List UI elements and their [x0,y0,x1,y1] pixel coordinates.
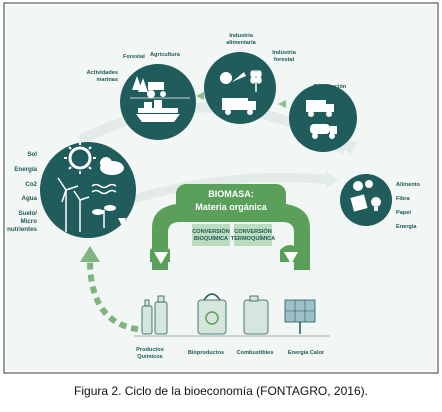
input-label: Co2 [25,181,37,188]
biomasa-title: BIOMASA: [208,189,254,199]
ship-icon [136,100,180,122]
cloud-icon [100,157,124,175]
return-arrow [87,259,151,333]
recycle-bag-icon [197,293,227,335]
conversion-termoquimica-label: TERMOQUÍMICA [231,234,275,242]
arrow-down-icon [118,218,126,226]
agricultura-label: Agricultura [150,52,181,58]
chevron-right-icon [196,92,286,108]
distribution-circle [289,84,357,152]
bioproductos-label: Bioproductos [188,350,224,356]
fruit-icon [353,180,373,191]
input-label: nutrientes [7,226,37,233]
conversion-bioquimica-label: CONVERSIÓN [192,227,230,235]
output-label: Alimento [396,182,421,188]
water-waves-icon [91,183,117,195]
flow-arrow-head [326,171,338,189]
return-arrow-head [80,246,100,262]
conversion-termoquimica-label: CONVERSIÓN [234,227,272,235]
industria-forestal-label: forestal [274,57,295,63]
delivery-truck-icon [306,100,334,117]
industria-alimentaria-label: Industria [229,33,254,39]
biomasa-structure [150,184,310,270]
figure-caption: Figura 2. Ciclo de la bioeconomía (FONTA… [74,384,368,398]
wind-turbine-icon [57,177,90,232]
industry-circle [204,52,276,124]
input-label: Sol [27,151,37,158]
input-label: Energía [14,166,37,173]
outputs-circle [340,174,392,226]
solar-panel-icon [284,299,316,334]
input-label: Micro [20,218,37,225]
productos-label: Químicos [137,354,163,360]
forestal-label: Forestal [123,54,145,60]
industria-forestal-label: Industria [272,50,297,56]
funnel-icon [154,252,298,264]
sun-icon [64,142,96,174]
fuel-can-icon [243,295,269,335]
productos-label: Productos [136,347,164,353]
paper-icon [350,194,368,212]
chemical-bottles-icon [141,295,168,335]
output-label: Energía [396,224,417,230]
biomasa-subtitle: Materia orgánica [195,202,268,212]
actividades-label: marinas [97,77,118,83]
harvest-icon [220,72,246,84]
flow-arrow [128,173,331,205]
conversion-bioquimica-label: BIOQUÍMICA [194,234,228,242]
input-label: Suelo/ [18,210,37,217]
combustibles-label: Combustibles [237,350,274,356]
sprout-icon [92,205,116,228]
industria-alimentaria-label: alimentaria [226,40,256,46]
output-label: Fibra [396,196,411,202]
truck-icon [222,98,256,115]
tanker-truck-icon [310,124,337,139]
output-label: Papel [396,210,411,216]
tractor-icon [147,82,166,98]
input-label: Agua [22,195,38,202]
energia-calor-label: Energía Calor [288,350,325,356]
lightbulb-icon [371,197,381,211]
trees-icon [132,76,148,92]
wheat-icon [250,70,262,92]
actividades-label: Actividades [87,70,118,76]
distribucion-label: Distribución [314,84,347,90]
